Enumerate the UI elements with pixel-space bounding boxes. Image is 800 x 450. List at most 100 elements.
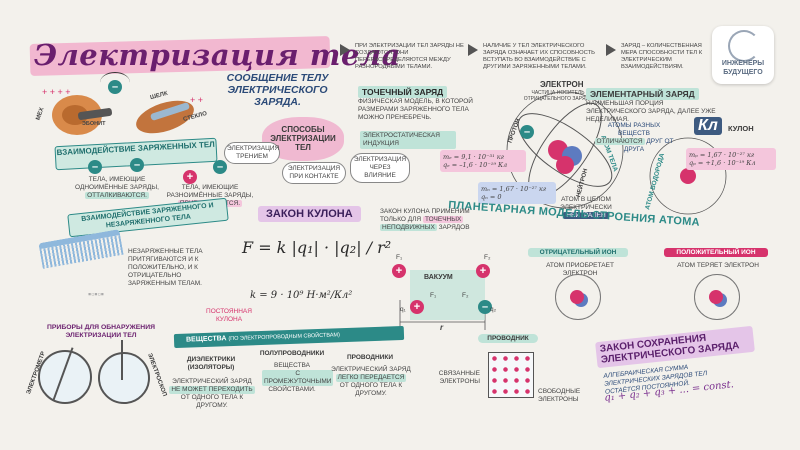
logo-line-1: ИНЖЕНЕРЫ (721, 60, 765, 67)
substances-ribbon: ВЕЩЕСТВА (ПО ЭЛЕКТРОПРОВОДНЫМ СВОЙСТВАМ) (173, 325, 405, 349)
conductors-text: ЭЛЕКТРИЧЕСКИЙ ЗАРЯД ЛЕГКО ПЕРЕДАЕТСЯ ОТ … (330, 366, 412, 398)
method-induction: ЭЛЕКТРОСТАТИЧЕСКАЯ ИНДУКЦИЯ (360, 131, 456, 149)
cond-b: ЛЕГКО ПЕРЕДАЕТСЯ (335, 374, 407, 382)
logo: ИНЖЕНЕРЫ БУДУЩЕГО (712, 26, 774, 84)
q2-label: q₂ (490, 306, 497, 313)
semi-text: ВЕЩЕСТВА С ПРОМЕЖУТОЧНЫМИ СВОЙСТВАМИ. (262, 362, 334, 394)
repel-minus-1-icon: – (88, 160, 102, 174)
charge-arrow-icon (100, 72, 130, 93)
orbit-electron-icon: – (520, 125, 534, 139)
attract-minus-icon: – (213, 160, 227, 174)
minus-charge-icon: – (108, 80, 122, 94)
pos-ion-title: ПОЛОЖИТЕЛЬНЫЙ ИОН (664, 248, 768, 257)
same-charge-text: ТЕЛА, ИМЕЮЩИЕ ОДНОИМЁННЫЕ ЗАРЯДЫ, ОТТАЛК… (72, 176, 162, 200)
note-bullet-2 (468, 44, 478, 56)
electrometer-icon (38, 350, 92, 404)
page-subtitle: СООБЩЕНИЕ ТЕЛУ ЭЛЕКТРИЧЕСКОГО ЗАРЯДА. (226, 72, 329, 108)
point-charge-title: ТОЧЕЧНЫЙ ЗАРЯД (358, 86, 448, 98)
page-title: Электризация тела (34, 38, 401, 72)
q1-label: q₁ (400, 306, 406, 313)
same-charge-a: ТЕЛА, ИМЕЮЩИЕ ОДНОИМЁННЫЕ ЗАРЯДЫ, (75, 176, 159, 191)
note-1: ПРИ ЭЛЕКТРИЗАЦИИ ТЕЛ ЗАРЯДЫ НЕ СОЗДАЮТСЯ… (355, 43, 464, 70)
proton-mass: mₚ = 1,67 · 10⁻²⁷ кг (689, 151, 755, 159)
note-bullet-1 (340, 44, 350, 56)
fur-inner-icon (62, 105, 88, 125)
elementary-diff: АТОМЫ РАЗНЫХ ВЕЩЕСТВ ОТЛИЧАЮТСЯ ДРУГ ОТ … (594, 122, 674, 154)
coulomb-note-d: ЗАРЯДОВ (438, 224, 470, 231)
coulomb-unit-label: КУЛОН (728, 124, 754, 133)
q2-bottom-icon: – (478, 300, 492, 314)
q1-top-icon: + (392, 264, 406, 278)
coulomb-unit-symbol: Кл (694, 117, 722, 135)
dielectrics-a: ЭЛЕКТРИЧЕСКИЙ ЗАРЯД (172, 378, 252, 385)
pos-ion-atom-icon (694, 274, 740, 320)
neutron-charge: qₙ = 0 (481, 193, 502, 201)
elementary-diff-c: ДРУГ ОТ ДРУГА (623, 138, 674, 153)
electron-formulas: mₑ = 9,1 · 10⁻³¹ кг qₑ = –1,6 · 10⁻¹⁹ Кл (440, 150, 526, 172)
elementary-text: НАИМЕНЬШАЯ ПОРЦИЯ ЭЛЕКТРИЧЕСКОГО ЗАРЯДА,… (586, 100, 716, 123)
neg-ion-nucleus-icon (570, 290, 584, 304)
f1-top-label: F₁ (396, 254, 403, 261)
method-contact: ЭЛЕКТРИЗАЦИЯ ПРИ КОНТАКТЕ (282, 162, 346, 184)
nucleus-proton-2-icon (556, 156, 574, 174)
neutron-mass: mₙ = 1,67 · 10⁻²⁷ кг (481, 185, 547, 193)
free-electrons-label: СВОБОДНЫЕ ЭЛЕКТРОНЫ (538, 388, 581, 403)
repel-minus-2-icon: – (130, 158, 144, 172)
coulomb-note: ЗАКОН КУЛОНА ПРИМЕНИМ ТОЛЬКО ДЛЯ ТОЧЕЧНЫ… (380, 208, 490, 232)
neutral-note: АТОМ В ЦЕЛОМ ЭЛЕКТРИЧЕСКИ НЕЙТРАЛЕН (548, 196, 624, 220)
vacuum-box (410, 270, 485, 320)
neutral-note-a: АТОМ В ЦЕЛОМ ЭЛЕКТРИЧЕСКИ (560, 196, 612, 211)
semi-a: ВЕЩЕСТВА (273, 362, 310, 369)
neutral-note-b: НЕЙТРАЛЕН (563, 212, 609, 219)
ebonite-label: ЭБОНИТ (82, 121, 106, 127)
fur-label: МЕХ (35, 106, 46, 122)
conductor-lattice-icon (488, 352, 534, 398)
devices-title: ПРИБОРЫ ДЛЯ ОБНАРУЖЕНИЯ ЭЛЕКТРИЗАЦИИ ТЕЛ (47, 324, 155, 339)
paper-bits-icon: ▪▫▪▫▪ (88, 289, 104, 299)
neg-ion-title: ОТРИЦАТЕЛЬНЫЙ ИОН (528, 248, 628, 257)
electron-charge: qₑ = –1,6 · 10⁻¹⁹ Кл (443, 161, 508, 169)
elementary-diff-a: АТОМЫ РАЗНЫХ ВЕЩЕСТВ (607, 122, 661, 137)
coulomb-title: ЗАКОН КУЛОНА (258, 206, 361, 222)
neutral-bodies-text: НЕЗАРЯЖЕННЫЕ ТЕЛА ПРИТЯГИВАЮТСЯ И К ПОЛО… (128, 248, 203, 287)
q2-top-icon: + (476, 264, 490, 278)
silk-label: ШЕЛК (149, 90, 169, 102)
note-3: ЗАРЯД – КОЛИЧЕСТВЕННАЯ МЕРА СПОСОБНОСТИ … (621, 43, 703, 70)
comb-icon (38, 229, 124, 269)
attract-plus-icon: + (183, 170, 197, 184)
bound-electrons-label: СВЯЗАННЫЕ ЭЛЕКТРОНЫ (438, 370, 480, 385)
coulomb-note-b: ТОЧЕЧНЫХ (422, 216, 464, 223)
neutron-label: НЕЙТРОН (575, 168, 590, 198)
distance-label: r (440, 323, 444, 332)
substances-title: ВЕЩЕСТВА (185, 335, 227, 344)
coulomb-note-a: ЗАКОН КУЛОНА ПРИМЕНИМ ТОЛЬКО ДЛЯ (380, 208, 470, 223)
electron-sub: ЧАСТИЦА-НОСИТЕЛЬ ОТРИЦАТЕЛЬНОГО ЗАРЯДА (523, 90, 593, 102)
plus-signs-decoration-2: + + (190, 95, 204, 105)
semi-c: СВОЙСТВАМИ. (268, 386, 316, 393)
methods-center-label: СПОСОБЫ ЭЛЕКТРИЗАЦИИ ТЕЛ (270, 125, 336, 152)
logo-line-2: БУДУЩЕГО (723, 69, 763, 76)
f1-bottom-label: F₁ (430, 292, 437, 299)
same-charge-b: ОТТАЛКИВАЮТСЯ. (85, 192, 149, 199)
elementary-title: ЭЛЕМЕНТАРНЫЙ ЗАРЯД (586, 88, 699, 100)
note-bullet-3 (606, 44, 616, 56)
elementary-diff-b: ОТЛИЧАЮТСЯ (594, 138, 645, 145)
neutral-bodies-ribbon: ВЗАИМОДЕЙСТВИЕ ЗАРЯЖЕННОГО И НЕЗАРЯЖЕННО… (67, 197, 229, 238)
f2-top-label: F₂ (484, 254, 491, 261)
dielectrics-b: НЕ МОЖЕТ ПЕРЕХОДИТЬ (169, 386, 255, 394)
method-influence: ЭЛЕКТРИЗАЦИЯ ЧЕРЕЗ ВЛИЯНИЕ (350, 153, 410, 183)
substances-title-sub: (ПО ЭЛЕКТРОПРОВОДНЫМ СВОЙСТВАМ) (228, 332, 341, 343)
conductor-box-title: ПРОВОДНИК (478, 334, 538, 343)
neg-ion-text: АТОМ ПРИОБРЕТАЕТ ЭЛЕКТРОН (546, 262, 614, 277)
coulomb-constant: k = 9 · 10⁹ Н·м²/Кл² (250, 290, 353, 301)
semi-b: С ПРОМЕЖУТОЧНЫМИ (262, 370, 334, 386)
electron-label: ЭЛЕКТРОН (540, 80, 584, 89)
electron-mass: mₑ = 9,1 · 10⁻³¹ кг (443, 153, 504, 161)
coulomb-constant-label: ПОСТОЯННАЯ КУЛОНА (206, 308, 252, 323)
dielectrics-title: ДИЭЛЕКТРИКИ (ИЗОЛЯТОРЫ) (186, 356, 236, 371)
hydrogen-proton-icon (680, 168, 696, 184)
electroscope-icon (98, 352, 150, 404)
q1-bottom-icon: + (410, 300, 424, 314)
pos-ion-nucleus-icon (709, 290, 723, 304)
